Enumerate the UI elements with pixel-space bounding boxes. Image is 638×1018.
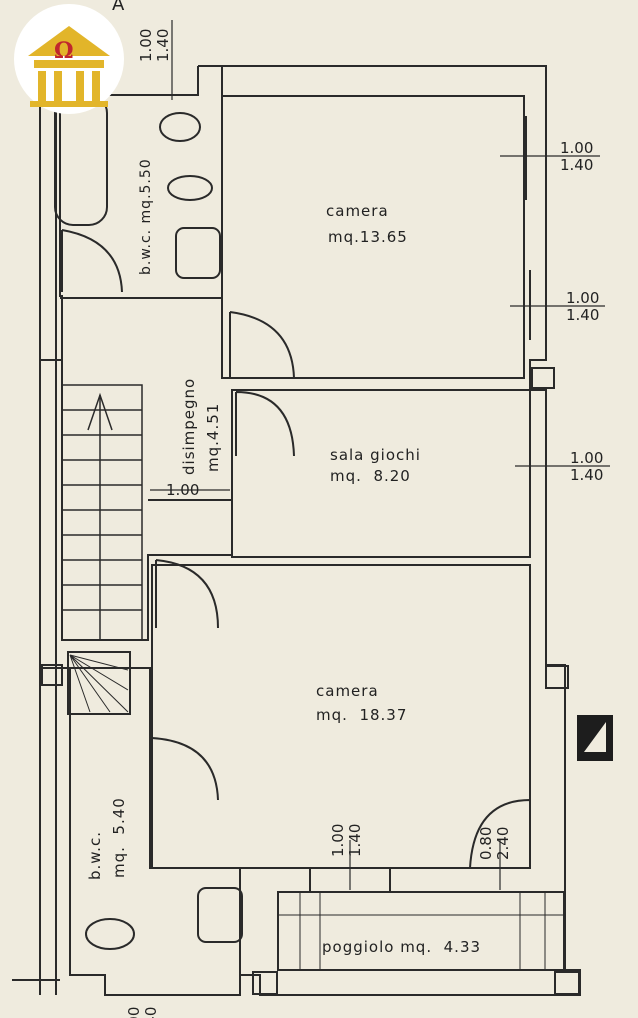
window-height: 1.40: [566, 306, 600, 324]
marker-1: [531, 367, 555, 389]
bath-wall: [105, 66, 199, 96]
poggiolo-hatch: [278, 892, 564, 970]
camera-top-room: [221, 95, 525, 379]
toilet-bottom: [85, 918, 135, 950]
disimpegno-door-label: 1.00: [166, 481, 200, 499]
sala-giochi-name: sala giochi: [330, 446, 421, 464]
dimension-leaders: [150, 20, 610, 890]
window-height: 1.40: [570, 466, 604, 484]
window-bottom-left-label: 1.00 1.40: [125, 1007, 160, 1018]
disimpegno-name: disimpegno: [180, 377, 198, 475]
sala-door: [235, 391, 295, 457]
toilet-top: [159, 112, 201, 142]
bwc-bottom-name: b.w.c.: [86, 831, 104, 880]
marker-3: [41, 664, 63, 686]
window-height: 1.40: [142, 1007, 160, 1018]
corner-letter: A: [112, 0, 126, 15]
window-height: 1.40: [560, 156, 594, 174]
camera-top-door: [229, 311, 295, 379]
camera-main-room: [151, 564, 531, 869]
marker-2: [545, 665, 569, 689]
sink-bottom: [197, 887, 243, 943]
shower-fan: [69, 654, 129, 713]
camera-main-door-2: [151, 737, 219, 801]
window-width: 1.00: [570, 449, 604, 467]
camera-top-name: camera: [326, 202, 389, 220]
window-height: 1.40: [154, 28, 172, 62]
logo: Ω: [14, 4, 124, 114]
window-width: 1.00: [125, 1007, 143, 1018]
window-camera-b-label: 1.00 1.40: [566, 290, 599, 324]
temple-logo-icon: [15, 5, 123, 113]
bidet-top: [167, 175, 213, 201]
stairs: [61, 384, 143, 641]
bath-door: [61, 229, 123, 293]
shaft-icon: [577, 715, 613, 761]
bathtub: [54, 94, 108, 226]
window-width: 1.00: [560, 139, 594, 157]
camera-main-area: mq. 18.37: [316, 706, 408, 724]
camera-main-door: [155, 559, 219, 629]
door-height: 2.40: [494, 826, 512, 860]
marker-4: [554, 971, 580, 995]
bwc-bottom-area: mq. 5.40: [110, 797, 128, 878]
window-width: 1.00: [329, 823, 347, 857]
balcony-door: [469, 799, 531, 869]
window-sala-label: 1.00 1.40: [570, 450, 603, 484]
window-camera-a-label: 1.00 1.40: [560, 140, 593, 174]
poggiolo: [277, 891, 565, 971]
window-height: 1.40: [346, 823, 364, 857]
window-width: 1.00: [566, 289, 600, 307]
camera-main-name: camera: [316, 682, 379, 700]
bwc-top-label: b.w.c. mq.5.50: [138, 158, 154, 275]
logo-symbol: Ω: [54, 38, 74, 64]
bwc-bottom-walls: [70, 667, 241, 975]
windows: [12, 65, 547, 981]
sala-giochi-area: mq. 8.20: [330, 467, 411, 485]
marker-5: [252, 971, 278, 995]
shower: [67, 651, 131, 715]
window-width: 1.00: [137, 28, 155, 62]
sink-top: [175, 227, 221, 279]
poggiolo-label: poggiolo mq. 4.33: [322, 938, 482, 956]
balcony-door-label: 0.80 2.40: [477, 826, 512, 860]
window-top-left-label: 1.00 1.40: [137, 28, 172, 62]
door-width: 0.80: [477, 826, 495, 860]
camera-top-area: mq.13.65: [328, 228, 408, 246]
window-bottom-camera-label: 1.00 1.40: [329, 823, 364, 857]
disimpegno-area: mq.4.51: [204, 402, 222, 472]
